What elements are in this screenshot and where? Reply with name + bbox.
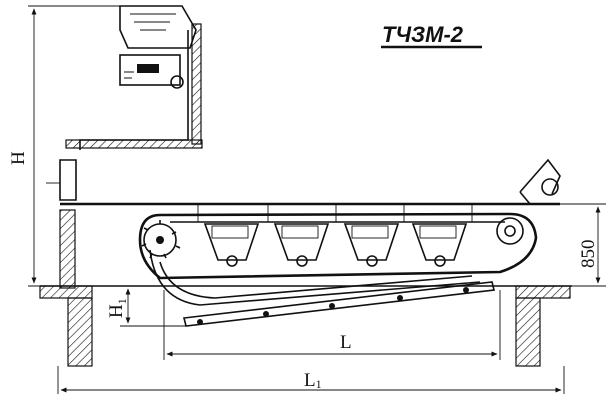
left-foundation-leg [67, 297, 93, 367]
title-group: ТЧЗМ-2 [381, 22, 482, 49]
bucket-3-lid [351, 225, 389, 239]
drawing-title: ТЧЗМ-2 [382, 22, 464, 47]
dim-h1-main: H [106, 304, 127, 318]
column-wall-hatched [191, 23, 202, 145]
dim-h1-sub: 1 [115, 298, 129, 304]
control-box [119, 54, 181, 86]
bucket-1-lid [211, 225, 249, 239]
roller-5 [463, 287, 469, 293]
dim-850-label: 850 [578, 240, 599, 269]
dim-l-label: L [340, 332, 352, 353]
lever-knob [541, 178, 559, 196]
hopper-outline [119, 5, 197, 49]
side-box [59, 159, 77, 201]
dim-h1-label: H1 [106, 298, 129, 318]
lower-return-curve [149, 249, 481, 306]
dim-h-label: H [8, 151, 29, 165]
tension-pulley [496, 217, 524, 245]
buckets [197, 204, 473, 267]
bucket-hangers [197, 204, 473, 222]
bucket-1 [203, 223, 260, 261]
lever-link [519, 191, 531, 205]
sprocket-teeth [141, 220, 181, 259]
dim-l1: L1 [57, 366, 565, 394]
dim-l1-main: L [304, 370, 316, 391]
dim-l1-label: L1 [304, 370, 322, 391]
dim-l1-sub: 1 [316, 377, 322, 391]
control-knob [170, 75, 184, 89]
bucket-2-wheel [296, 255, 308, 267]
bucket-4 [411, 223, 468, 261]
lower-return-inner [159, 261, 473, 299]
left-pillar-hatched [59, 209, 76, 289]
bucket-2-lid [281, 225, 319, 239]
roller-3 [329, 303, 335, 309]
dim-h1: H1 [106, 285, 186, 327]
dim-850: 850 [560, 203, 606, 287]
upper-hopper [46, 5, 203, 289]
tension-pulley-hub [504, 225, 516, 237]
incline-plate [183, 281, 495, 327]
dim-l: L [163, 290, 501, 360]
bucket-1-wheel [226, 255, 238, 267]
left-foundation-slab [39, 285, 93, 299]
right-foundation-leg [515, 297, 541, 367]
bucket-3-wheel [366, 255, 378, 267]
chain-loop-outer [138, 212, 538, 280]
hopper-detail [130, 13, 176, 31]
conveyor-frame [60, 158, 561, 306]
drive-sprocket-hub [156, 236, 164, 244]
right-foundation-slab [515, 285, 571, 299]
platform-slab [65, 139, 203, 149]
dim-h: H [8, 5, 120, 287]
roller-4 [397, 295, 403, 301]
floor-foundations [39, 285, 572, 367]
control-box-lines [124, 71, 134, 79]
roller-2 [263, 311, 269, 317]
bucket-4-lid [419, 225, 457, 239]
bucket-3 [343, 223, 400, 261]
right-lever [519, 158, 561, 195]
control-panel-label [137, 64, 159, 73]
bucket-2 [273, 223, 330, 261]
lower-belt [183, 281, 495, 327]
roller-1 [197, 319, 203, 325]
bucket-4-wheel [434, 255, 446, 267]
